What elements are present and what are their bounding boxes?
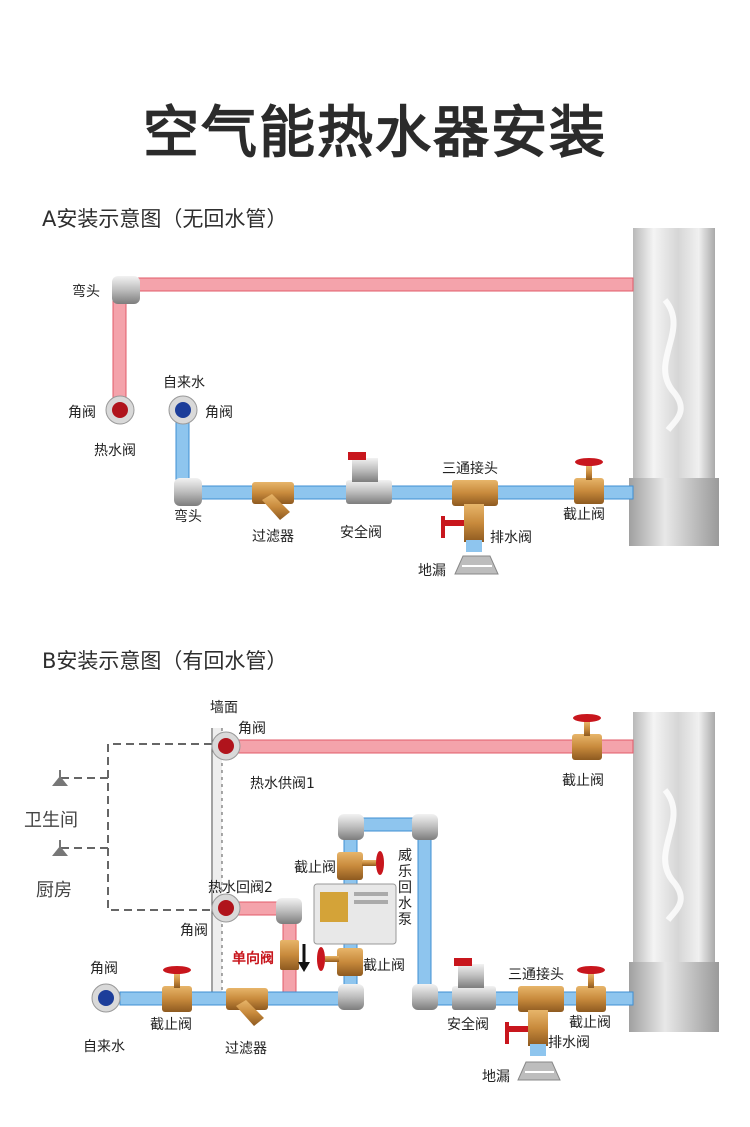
floor-drain-b [517, 1061, 561, 1081]
stop-valve-pump-bottom-b [317, 947, 363, 976]
label-angle-valve-right-a: 角阀 [205, 405, 233, 421]
page-title: 空气能热水器安装 [143, 101, 607, 166]
label-tap-water-a: 自来水 [163, 375, 205, 391]
filter-a [252, 482, 294, 520]
elbow-pump-bottom-left [338, 984, 364, 1010]
label-angle-valve-top-b: 角阀 [238, 721, 266, 737]
stop-valve-top-b [572, 714, 602, 760]
label-hot-return-valve-b: 热水回阀2 [208, 880, 273, 896]
label-stop-valve-inlet-b: 截止阀 [150, 1017, 192, 1033]
label-angle-valve-inlet-b: 角阀 [90, 961, 118, 977]
elbow-pump-top-left [338, 814, 364, 840]
label-angle-valve-left-a: 角阀 [68, 405, 96, 421]
safety-valve-a [346, 452, 392, 504]
label-angle-valve-return-b: 角阀 [180, 923, 208, 939]
label-stop-valve-a: 截止阀 [563, 507, 605, 523]
label-check-valve-b: 单向阀 [232, 951, 274, 967]
section-a-heading: A安装示意图（无回水管） [42, 207, 288, 231]
angle-valve-cold-a [168, 395, 198, 425]
label-safety-valve-b: 安全阀 [447, 1017, 489, 1033]
label-drain-valve-a: 排水阀 [490, 530, 532, 546]
dashed-house-lines [58, 743, 212, 911]
label-tee-a: 三通接头 [442, 461, 498, 477]
label-pump-b: 威乐回水泵 [398, 848, 412, 928]
angle-valve-hot-a [105, 395, 135, 425]
check-valve-b [280, 940, 310, 972]
label-hot-water-valve-a: 热水阀 [94, 443, 136, 459]
tee-b [505, 986, 564, 1056]
label-elbow-top-a: 弯头 [72, 284, 100, 300]
label-bathroom: 卫生间 [24, 810, 78, 831]
section-b-heading: B安装示意图（有回水管） [42, 649, 288, 673]
angle-valve-hot-return-b [211, 893, 241, 923]
stop-valve-right-b [576, 966, 606, 1012]
safety-valve-b [452, 958, 496, 1010]
label-stop-valve-top-b: 截止阀 [562, 773, 604, 789]
elbow-pump-top-right [412, 814, 438, 840]
label-stop-valve-right-b: 截止阀 [569, 1015, 611, 1031]
label-kitchen: 厨房 [36, 880, 72, 901]
angle-valve-hot-supply-b [211, 731, 241, 761]
tee-a [441, 480, 498, 552]
label-filter-b: 过滤器 [225, 1041, 267, 1057]
label-stop-valve-pump-top-b: 截止阀 [294, 860, 336, 876]
cold-pipe-a [174, 419, 634, 506]
water-tank-b [629, 712, 719, 1032]
label-filter-a: 过滤器 [252, 529, 294, 545]
label-floor-drain-a: 地漏 [418, 563, 446, 579]
wall [211, 728, 223, 994]
stop-valve-inlet-b [162, 966, 192, 1012]
elbow-pump-bottom-right [412, 984, 438, 1010]
angle-valve-inlet-b [91, 983, 121, 1013]
stop-valve-pump-top-b [337, 851, 384, 880]
label-hot-supply-valve-b: 热水供阀1 [250, 776, 315, 792]
label-elbow-bottom-a: 弯头 [174, 509, 202, 525]
label-stop-valve-pump-bottom-b: 截止阀 [363, 958, 405, 974]
shower-icon-bathroom [52, 770, 68, 786]
label-wall-b: 墙面 [210, 700, 238, 716]
floor-drain-a [454, 555, 499, 575]
label-floor-drain-b: 地漏 [482, 1069, 510, 1085]
label-drain-valve-b: 排水阀 [548, 1035, 590, 1051]
label-tee-b: 三通接头 [508, 967, 564, 983]
filter-b [226, 988, 268, 1026]
shower-icon-kitchen [52, 840, 68, 856]
water-tank-a [629, 228, 719, 546]
label-safety-valve-a: 安全阀 [340, 525, 382, 541]
stop-valve-a [574, 458, 604, 504]
circulation-pump [313, 883, 397, 945]
label-tap-water-b: 自来水 [83, 1039, 125, 1055]
